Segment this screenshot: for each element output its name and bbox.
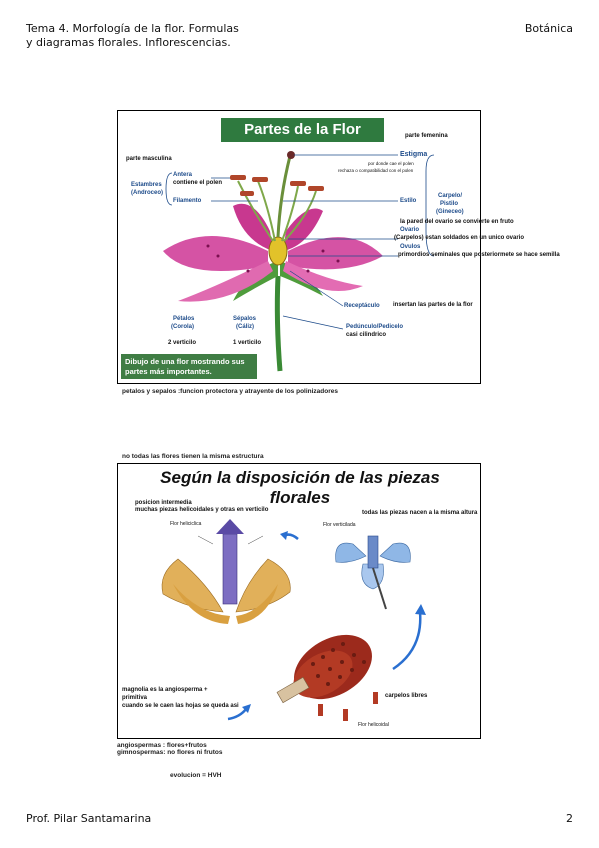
label-antera: Antera	[173, 172, 193, 178]
label-caliz: (Cáliz)	[236, 324, 254, 330]
slide1-title: Partes de la Flor	[221, 118, 384, 142]
note-posicion: posicion intermedia	[135, 500, 192, 506]
header-subject: Botánica	[524, 22, 573, 35]
floral-arrangement-illustration	[161, 519, 426, 721]
label-estigma: Estigma	[400, 151, 428, 158]
label-receptaculo: Receptáculo	[344, 303, 380, 309]
label-gineceo: (Gineceo)	[436, 209, 464, 215]
label-filamento: Filamento	[173, 198, 202, 204]
label-carpelos-note: (Carpelos) estan soldados en un unico ov…	[394, 235, 525, 241]
label-androceo: (Androceo)	[131, 190, 163, 196]
slide2-title-line2: florales	[269, 488, 331, 507]
footer-author: Prof. Pilar Santamarina	[26, 812, 152, 825]
note-gimnospermas: gimnospermas: no flores ni frutos	[117, 749, 223, 756]
note-magnolia-1: magnolia es la angiosperma +	[122, 687, 208, 693]
label-ovulos: Ovulos	[400, 244, 421, 250]
label-flor-verticilada: Flor verticilada	[323, 522, 356, 528]
label-estigma-note2: rechaza o compatibilidad con el polen	[338, 168, 414, 173]
note-magnolia-2: primitiva	[122, 695, 148, 701]
slide-disposicion-piezas: Según la disposición de las piezas flora…	[117, 463, 481, 739]
label-estilo: Estilo	[400, 198, 417, 204]
note-magnolia-3: cuando se le caen las hojas se queda asi	[122, 703, 239, 709]
header-title-line2: y diagramas florales. Inflorescencias.	[26, 36, 231, 49]
label-parte-masculina: parte masculina	[126, 156, 172, 162]
note-helicoidales: muchas piezas helicoidales y otras en ve…	[135, 507, 269, 513]
label-verticilo-1: 1 verticilo	[233, 340, 262, 346]
footer-page-number: 2	[566, 812, 573, 825]
flower-illustration	[163, 151, 435, 372]
label-flor-helicoidal: Flor helicoidal	[358, 722, 389, 728]
slide1-caption: Dibujo de una flor mostrando sus partes …	[121, 354, 257, 379]
label-petalos: Pétalos	[173, 316, 195, 322]
label-pedunculo: Pedúnculo/Pedicelo	[346, 324, 404, 330]
note-angiospermas: angiospermas : flores+frutos	[117, 742, 207, 749]
label-pistilo: Pistilo	[440, 201, 459, 207]
label-ovario-note: la pared del ovario se convierte en frut…	[400, 219, 514, 225]
label-sepalos: Sépalos	[233, 316, 257, 322]
slide-partes-de-la-flor: Partes de la Flor parte femenina parte m…	[117, 110, 560, 384]
label-ovario: Ovario	[400, 227, 420, 233]
label-estigma-note1: por donde cae el polen	[368, 161, 414, 166]
note-verticilo: todas las piezas nacen a la misma altura	[362, 510, 478, 516]
label-flor-heliciclica: Flor heliciclica	[170, 521, 202, 527]
note-carpelos-libres: carpelos libres	[385, 693, 428, 699]
label-ovulos-note: primordios seminales que posteriormete s…	[398, 252, 560, 258]
label-receptaculo-note: insertan las partes de la flor	[393, 302, 473, 308]
label-carpelo: Carpelo/	[438, 193, 463, 199]
note-estructura: no todas las flores tienen la misma estr…	[122, 453, 264, 460]
page-header-title: Tema 4. Morfología de la flor. Formulas …	[26, 22, 239, 50]
slide2-title-line1: Según la disposición de las piezas	[160, 468, 440, 487]
label-corola: (Corola)	[171, 324, 194, 330]
label-parte-femenina: parte femenina	[405, 133, 448, 139]
slide2-title: Según la disposición de las piezas flora…	[118, 468, 482, 508]
label-estambres: Estambres	[131, 182, 162, 188]
note-petalos-sepalos: petalos y sepalos :funcion protectora y …	[122, 388, 338, 395]
label-antera-note: contiene el polen	[173, 180, 223, 186]
note-evolucion: evolucion = HVH	[170, 772, 222, 779]
label-verticilo-2: 2 verticilo	[168, 340, 197, 346]
label-pedunculo-note: casi cilindrico	[346, 332, 387, 338]
header-title-line1: Tema 4. Morfología de la flor. Formulas	[26, 22, 239, 35]
